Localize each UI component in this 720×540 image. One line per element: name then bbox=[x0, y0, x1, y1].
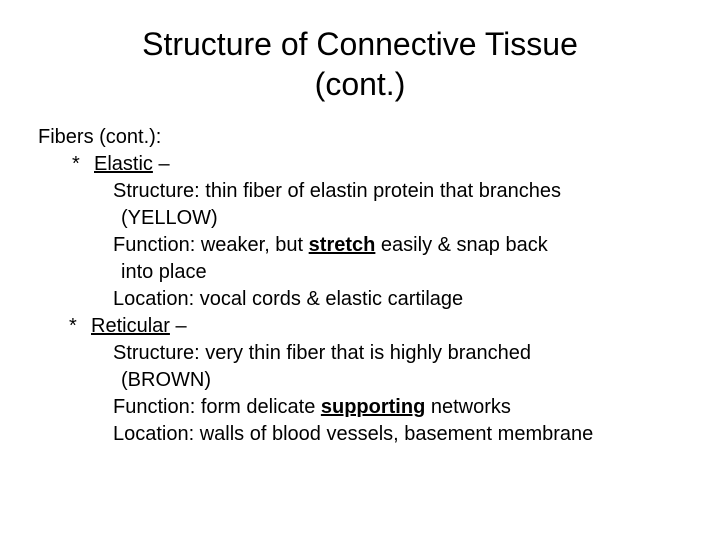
slide-body: Fibers (cont.): * Elastic – Structure: th… bbox=[0, 124, 720, 448]
detail-function-reticular: Function: form delicate supporting netwo… bbox=[0, 394, 720, 421]
detail-text: weaker, but bbox=[195, 234, 309, 256]
detail-function-elastic-wrap: into place bbox=[121, 261, 207, 283]
detail-text: very thin fiber that is highly branched bbox=[199, 342, 531, 364]
detail-text: walls of blood vessels, basement membran… bbox=[194, 423, 594, 445]
detail-structure-elastic-wrap: (YELLOW) bbox=[121, 207, 218, 229]
detail-location-reticular: Location: walls of blood vessels, baseme… bbox=[0, 421, 720, 448]
detail-text-after: networks bbox=[425, 396, 511, 418]
bullet-star-icon: * bbox=[72, 153, 80, 175]
detail-label: Location: bbox=[113, 423, 195, 445]
detail-emphasis-stretch: stretch bbox=[308, 234, 376, 256]
title-line-1: Structure of Connective Tissue bbox=[142, 26, 578, 62]
detail-label: Location: bbox=[113, 288, 195, 310]
detail-function-elastic: Function: weaker, but stretch easily & s… bbox=[0, 232, 720, 259]
detail-label: Function: bbox=[113, 234, 196, 256]
bullet-star-icon: * bbox=[69, 315, 77, 337]
detail-text: form delicate bbox=[195, 396, 321, 418]
detail-structure-elastic: Structure: thin fiber of elastin protein… bbox=[0, 178, 720, 205]
bullet-term-reticular: Reticular bbox=[91, 315, 170, 337]
detail-structure-reticular: Structure: very thin fiber that is highl… bbox=[0, 340, 720, 367]
bullet-term-elastic: Elastic bbox=[94, 153, 153, 175]
detail-label: Structure: bbox=[113, 342, 200, 364]
bullet-endash-reticular: – bbox=[175, 315, 187, 337]
detail-text: thin fiber of elastin protein that branc… bbox=[199, 180, 562, 202]
detail-text-after: easily & snap back bbox=[375, 234, 548, 256]
body-heading: Fibers (cont.): bbox=[38, 126, 162, 148]
bullet-item-reticular: * Reticular – bbox=[0, 313, 720, 340]
title-line-2: (cont.) bbox=[314, 66, 406, 102]
detail-emphasis-supporting: supporting bbox=[320, 396, 426, 418]
detail-structure-reticular-wrap: (BROWN) bbox=[121, 369, 211, 391]
detail-label: Function: bbox=[113, 396, 196, 418]
detail-text: vocal cords & elastic cartilage bbox=[194, 288, 464, 310]
slide-title: Structure of Connective Tissue (cont.) bbox=[0, 24, 720, 104]
bullet-item-elastic: * Elastic – bbox=[0, 151, 720, 178]
bullet-endash-elastic: – bbox=[158, 153, 170, 175]
detail-label: Structure: bbox=[113, 180, 200, 202]
detail-location-elastic: Location: vocal cords & elastic cartilag… bbox=[0, 286, 720, 313]
